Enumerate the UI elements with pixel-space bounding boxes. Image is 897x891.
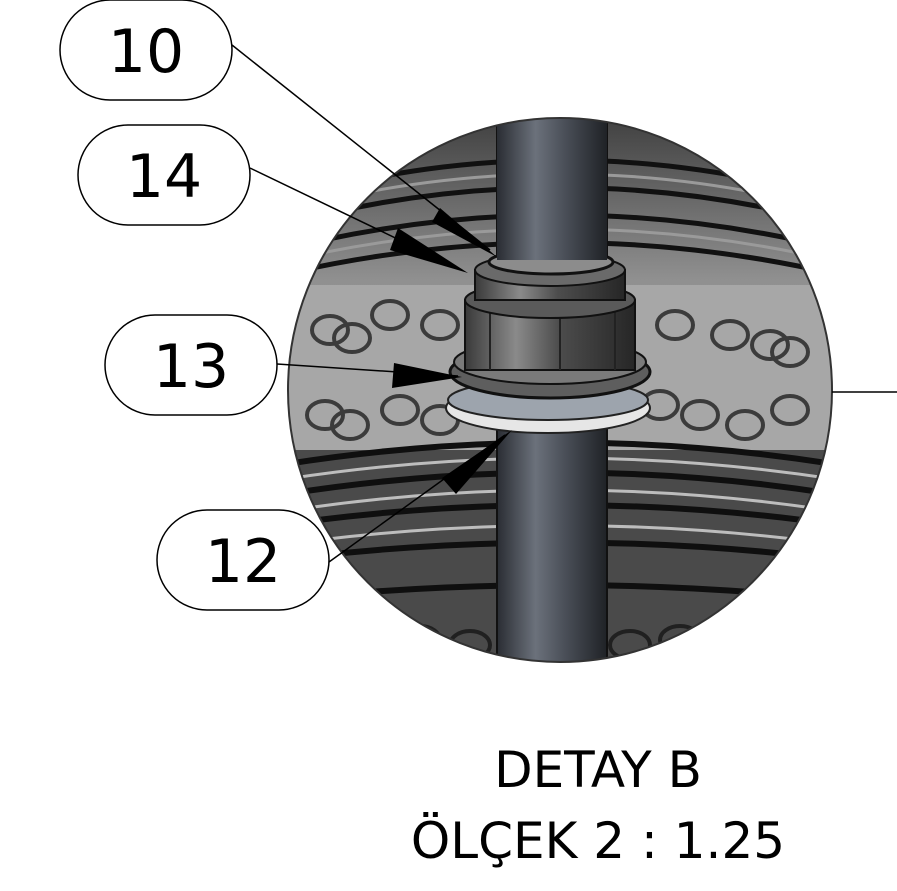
balloon-12-arrowhead <box>442 430 512 494</box>
balloon-10-outline <box>59 0 233 101</box>
balloon-10-arrowhead <box>432 208 497 257</box>
balloon-14-label: 14 <box>126 142 202 212</box>
balloon-13-label: 13 <box>153 332 229 402</box>
balloon-14-outline <box>77 124 251 226</box>
balloon-12-outline <box>156 509 330 611</box>
balloon-13-outline <box>104 314 278 416</box>
detail-boundary <box>287 117 833 663</box>
balloon-14-arrowhead <box>390 228 468 273</box>
pipe-through-nut <box>497 118 607 260</box>
balloon-14[interactable]: 14 <box>77 124 468 273</box>
balloon-12-label: 12 <box>205 527 281 597</box>
detail-title: DETAY B <box>494 741 702 799</box>
balloon-12[interactable]: 12 <box>156 430 512 611</box>
detail-scale: ÖLÇEK 2 : 1.25 <box>411 812 785 870</box>
balloon-13-arrowhead <box>392 363 462 388</box>
perforation-holes <box>305 299 810 441</box>
detail-view <box>288 118 832 662</box>
balloon-13[interactable]: 13 <box>104 314 462 416</box>
balloon-10[interactable]: 10 <box>59 0 497 257</box>
balloon-10-label: 10 <box>108 17 184 87</box>
